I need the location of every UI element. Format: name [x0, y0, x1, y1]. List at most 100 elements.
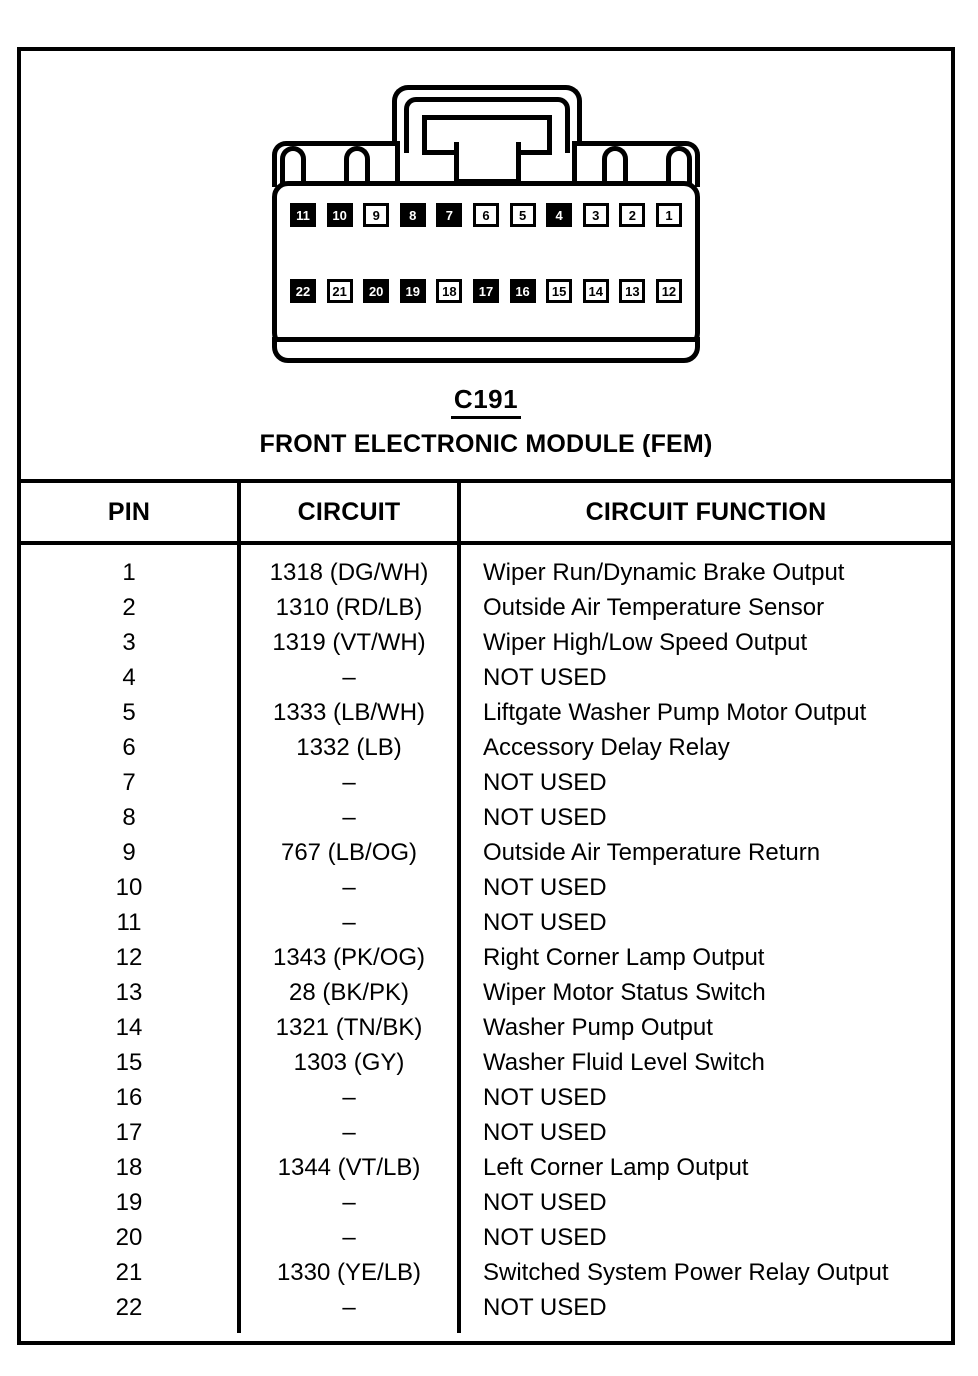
connector-pin-10: 10 — [326, 203, 353, 227]
connector-pin-4: 4 — [546, 203, 573, 227]
cell-pin: 7 — [122, 769, 136, 796]
cell-pin: 6 — [122, 734, 136, 761]
connector-pin-17: 17 — [472, 279, 499, 303]
cell-circuit: – — [237, 1080, 459, 1116]
cell-circuit-function: NOT USED — [457, 870, 951, 906]
column-header-function: CIRCUIT FUNCTION — [457, 479, 951, 546]
cell-pin: 4 — [122, 664, 136, 691]
cell-pin: 14 — [115, 1014, 143, 1041]
cell-pin: 19 — [115, 1189, 143, 1216]
cell-circuit: 1343 (PK/OG) — [237, 940, 459, 976]
cell-circuit: 1333 (LB/WH) — [237, 695, 459, 731]
table-row: 12 1343 (PK/OG)Right Corner Lamp Output — [21, 940, 951, 976]
cell-pin: 15 — [115, 1049, 143, 1076]
cell-circuit: 1310 (RD/LB) — [237, 590, 459, 626]
table-header-row: PIN CIRCUIT CIRCUIT FUNCTION — [21, 479, 951, 546]
cell-pin: 11 — [116, 909, 142, 936]
connector-title-block: C191 FRONT ELECTRONIC MODULE (FEM) — [21, 385, 951, 458]
cell-circuit-function: Accessory Delay Relay — [457, 730, 951, 766]
table-row: 6 1332 (LB)Accessory Delay Relay — [21, 730, 951, 766]
cell-circuit-function: NOT USED — [457, 905, 951, 941]
cell-pin: 9 — [122, 839, 136, 866]
connector-pin-6: 6 — [472, 203, 499, 227]
cell-circuit-function: Switched System Power Relay Output — [457, 1255, 951, 1291]
cell-pin: 12 — [115, 944, 143, 971]
cell-circuit: 1303 (GY) — [237, 1045, 459, 1081]
cell-pin: 2 — [122, 594, 136, 621]
cell-circuit-function: Wiper High/Low Speed Output — [457, 625, 951, 661]
cell-circuit-function: Wiper Run/Dynamic Brake Output — [457, 543, 951, 591]
cell-pin: 21 — [115, 1259, 143, 1286]
connector-pin-12: 12 — [655, 279, 682, 303]
connector-pin-7: 7 — [436, 203, 463, 227]
cell-circuit-function: Outside Air Temperature Sensor — [457, 590, 951, 626]
cell-circuit-function: Washer Fluid Level Switch — [457, 1045, 951, 1081]
cell-circuit-function: Left Corner Lamp Output — [457, 1150, 951, 1186]
column-header-pin: PIN — [21, 479, 239, 546]
cell-circuit-function: Wiper Motor Status Switch — [457, 975, 951, 1011]
cell-circuit: 1332 (LB) — [237, 730, 459, 766]
connector-latch-middle — [404, 97, 570, 153]
table-row: 11 –NOT USED — [21, 905, 951, 941]
connector-pin-18: 18 — [436, 279, 463, 303]
cell-pin: 16 — [115, 1084, 143, 1111]
cell-circuit: 1321 (TN/BK) — [237, 1010, 459, 1046]
cell-circuit: 1344 (VT/LB) — [237, 1150, 459, 1186]
connector-pin-14: 14 — [582, 279, 609, 303]
connector-pin-21: 21 — [326, 279, 353, 303]
connector-pin-2: 2 — [619, 203, 646, 227]
table-row: 21 1330 (YE/LB)Switched System Power Rela… — [21, 1255, 951, 1291]
column-header-circuit: CIRCUIT — [237, 479, 459, 546]
cell-circuit-function: Outside Air Temperature Return — [457, 835, 951, 871]
cell-pin: 8 — [122, 804, 136, 831]
cell-circuit-function: Liftgate Washer Pump Motor Output — [457, 695, 951, 731]
cell-circuit-function: NOT USED — [457, 1220, 951, 1256]
cell-circuit-function: NOT USED — [457, 1290, 951, 1334]
connector-pin-13: 13 — [619, 279, 646, 303]
connector-pin-1: 1 — [655, 203, 682, 227]
connector-skirt — [272, 337, 700, 363]
connector-pin-20: 20 — [363, 279, 390, 303]
cell-circuit: – — [237, 1290, 459, 1334]
cell-pin: 20 — [115, 1224, 143, 1251]
table-row: 10–NOT USED — [21, 870, 951, 906]
cell-circuit: – — [237, 870, 459, 906]
cell-circuit-function: Washer Pump Output — [457, 1010, 951, 1046]
cell-circuit: 1330 (YE/LB) — [237, 1255, 459, 1291]
cell-circuit: – — [237, 1185, 459, 1221]
table-row: 17–NOT USED — [21, 1115, 951, 1151]
table-row: 13 28 (BK/PK)Wiper Motor Status Switch — [21, 975, 951, 1011]
table-row: 14 1321 (TN/BK)Washer Pump Output — [21, 1010, 951, 1046]
connector-pin-15: 15 — [546, 279, 573, 303]
cell-circuit: 1318 (DG/WH) — [237, 543, 459, 591]
connector-pin-22: 22 — [290, 279, 316, 303]
cell-circuit-function: NOT USED — [457, 1185, 951, 1221]
cell-circuit: – — [237, 905, 459, 941]
cell-circuit-function: NOT USED — [457, 765, 951, 801]
connector-id: C191 — [450, 385, 522, 419]
cell-circuit: – — [237, 1220, 459, 1256]
connector-latch-nub — [454, 142, 521, 184]
connector-shoulder — [272, 141, 700, 188]
cell-circuit: 28 (BK/PK) — [237, 975, 459, 1011]
cell-pin: 13 — [115, 979, 143, 1006]
cell-circuit: 767 (LB/OG) — [237, 835, 459, 871]
table-row: 8–NOT USED — [21, 800, 951, 836]
cell-circuit-function: NOT USED — [457, 1115, 951, 1151]
table-row: 20 –NOT USED — [21, 1220, 951, 1256]
connector-pin-16: 16 — [509, 279, 536, 303]
connector-pin-9: 9 — [363, 203, 390, 227]
table-row: 16–NOT USED — [21, 1080, 951, 1116]
cell-circuit: – — [237, 800, 459, 836]
connector-name: FRONT ELECTRONIC MODULE (FEM) — [259, 429, 713, 458]
cell-circuit-function: Right Corner Lamp Output — [457, 940, 951, 976]
